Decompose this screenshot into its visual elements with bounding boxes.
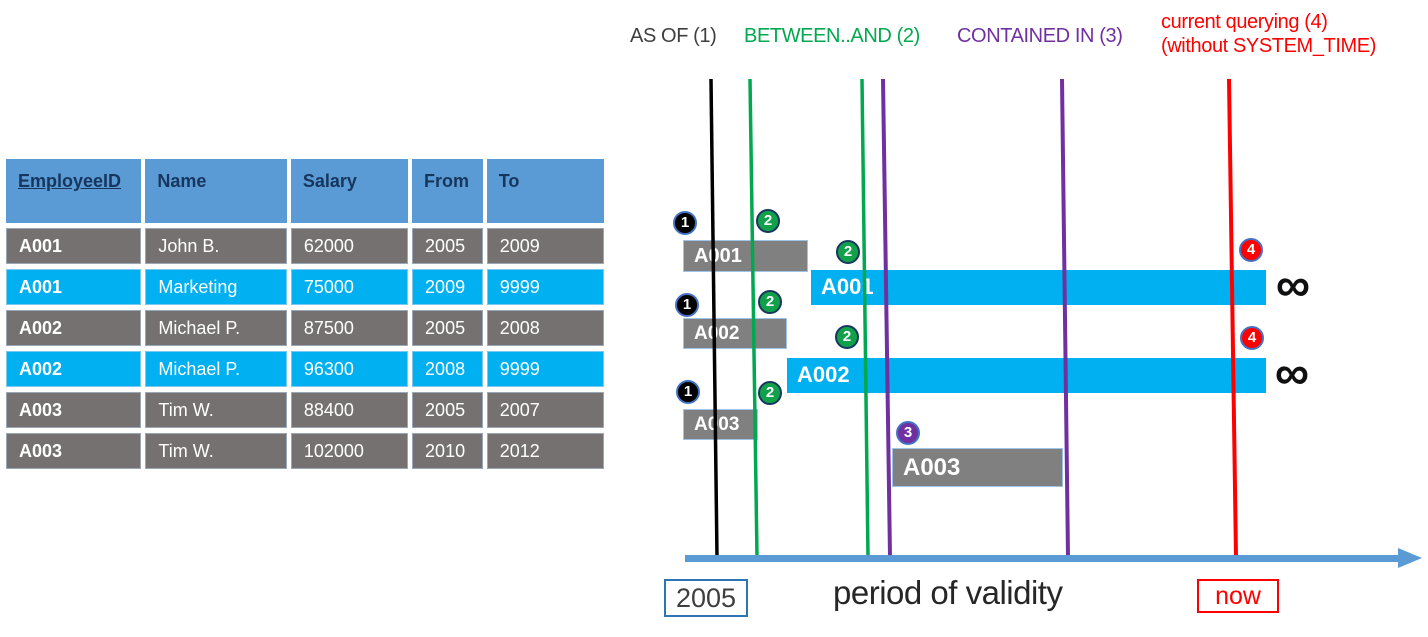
table-cell: Tim W. [145, 433, 287, 469]
label-contained-in: CONTAINED IN (3) [957, 25, 1123, 47]
period-of-validity-label: period of validity [833, 574, 1063, 611]
table-cell: A001 [6, 228, 142, 264]
now-line [1227, 78, 1238, 558]
bar-a001-current: A001 [811, 270, 1266, 305]
column-header-to: To [486, 159, 604, 223]
table-cell: 2009 [412, 269, 483, 305]
column-header-name: Name [145, 159, 287, 223]
table-cell: A003 [6, 392, 142, 428]
table-cell: A002 [6, 351, 142, 387]
badge-2-icon: 2 [835, 325, 859, 349]
table-cell: 87500 [290, 310, 409, 346]
badge-2-icon: 2 [756, 209, 780, 233]
badge-4-icon: 4 [1240, 326, 1264, 350]
table-cell: Tim W. [145, 392, 287, 428]
badge-1-icon: 1 [673, 211, 697, 235]
badge-1-icon: 1 [676, 380, 700, 404]
badge-3-icon: 3 [896, 421, 920, 445]
table-cell: 96300 [290, 351, 409, 387]
table-cell: Michael P. [145, 351, 287, 387]
timeline-axis-arrowhead-icon [1398, 548, 1422, 568]
badge-1-icon: 1 [675, 293, 699, 317]
infinity-a002-icon: ∞ [1274, 347, 1310, 400]
table-cell: 2005 [412, 228, 483, 264]
column-header-from: From [412, 159, 483, 223]
table-cell: 2008 [486, 310, 604, 346]
badge-4-icon: 4 [1239, 238, 1263, 262]
column-header-employeeid: EmployeeID [6, 159, 142, 223]
table-cell: 2005 [412, 310, 483, 346]
table-cell: 102000 [290, 433, 409, 469]
bar-a003-history-2: A003 [892, 448, 1063, 487]
contained-start-line [881, 78, 892, 558]
bar-label: A003 [903, 454, 961, 481]
label-as-of: AS OF (1) [630, 25, 717, 47]
table-cell: 2010 [412, 433, 483, 469]
infinity-a001-icon: ∞ [1275, 259, 1311, 312]
bar-label: A001 [694, 245, 742, 267]
table-cell: A001 [6, 269, 142, 305]
table-cell: A003 [6, 433, 142, 469]
badge-2-icon: 2 [836, 240, 860, 264]
table-cell: 2008 [412, 351, 483, 387]
label-current-querying: current querying (4) (without SYSTEM_TIM… [1161, 11, 1376, 58]
bar-a002-history: A002 [683, 318, 787, 349]
timeline-axis [685, 555, 1400, 562]
table-cell: Marketing [145, 269, 287, 305]
table-cell: 9999 [486, 351, 604, 387]
table-cell: Michael P. [145, 310, 287, 346]
label-between-and: BETWEEN..AND (2) [744, 25, 920, 47]
table-cell: 62000 [290, 228, 409, 264]
table-cell: John B. [145, 228, 287, 264]
bar-a003-history-1: A003 [683, 409, 758, 440]
table-cell: A002 [6, 310, 142, 346]
bar-label: A002 [797, 362, 850, 387]
table-cell: 9999 [486, 269, 604, 305]
start-year-box: 2005 [664, 579, 748, 617]
bar-label: A001 [821, 274, 874, 299]
bar-a002-current: A002 [787, 358, 1266, 393]
table-cell: 75000 [290, 269, 409, 305]
bar-label: A002 [694, 323, 740, 344]
between-end-line [860, 78, 870, 558]
bar-label: A003 [694, 414, 740, 435]
table-cell: 2009 [486, 228, 604, 264]
table-cell: 88400 [290, 392, 409, 428]
now-box: now [1197, 579, 1279, 613]
table-cell: 2007 [486, 392, 604, 428]
badge-2-icon: 2 [758, 290, 782, 314]
table-cell: 2012 [486, 433, 604, 469]
bar-a001-history: A001 [683, 240, 808, 272]
badge-2-icon: 2 [758, 381, 782, 405]
table-cell: 2005 [412, 392, 483, 428]
column-header-salary: Salary [290, 159, 409, 223]
